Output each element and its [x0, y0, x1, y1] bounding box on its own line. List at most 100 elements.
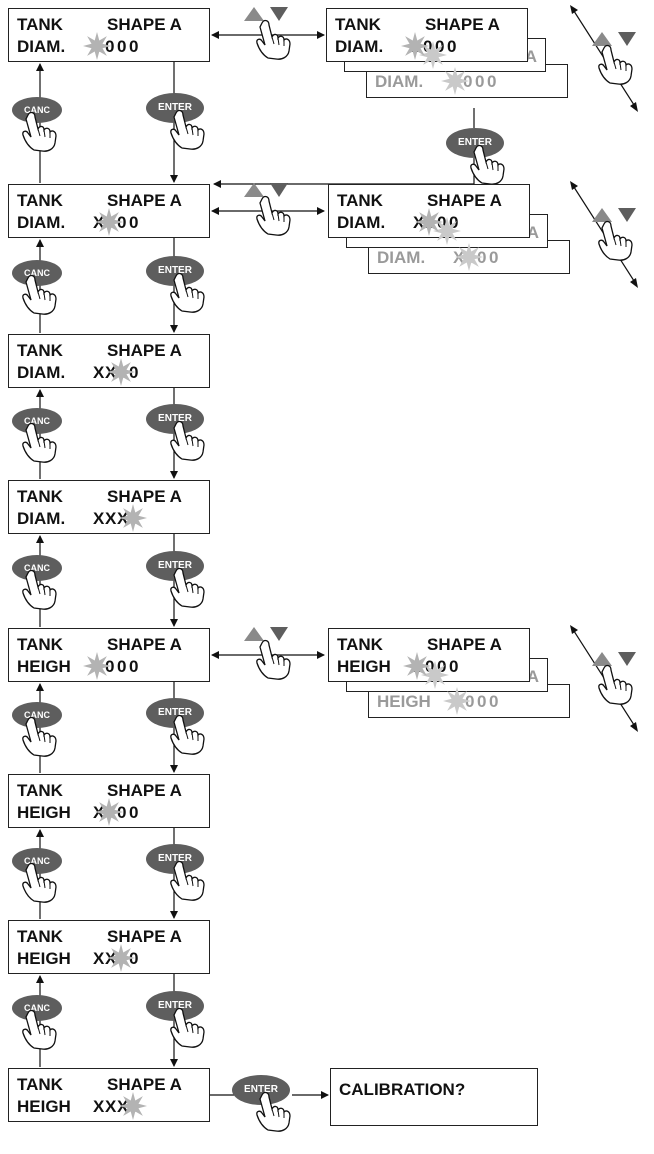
calibration-prompt: CALIBRATION?: [339, 1081, 465, 1099]
lcd-line-2: DIAM.X000: [17, 214, 65, 232]
field-label: HEIGH: [337, 658, 391, 676]
tank-label: TANK: [17, 1075, 63, 1094]
lcd-line-1: TANKSHAPE A: [17, 488, 203, 506]
pointing-hand-icon: [20, 567, 60, 611]
tank-label: TANK: [17, 15, 63, 34]
pointing-hand-icon: [168, 712, 208, 756]
pointing-hand-icon: [168, 270, 208, 314]
tank-label: TANK: [17, 927, 63, 946]
digit-1: X: [93, 364, 104, 382]
digit-3: 0: [475, 73, 484, 91]
tank-label: TANK: [17, 487, 63, 506]
enter-button[interactable]: ENTER: [146, 551, 210, 621]
pointing-hand-icon: [168, 858, 208, 902]
canc-button[interactable]: CANC: [12, 702, 76, 772]
pointing-hand-icon: [596, 42, 636, 86]
tank-label: TANK: [17, 341, 63, 360]
digit-4: 0: [129, 214, 138, 232]
pointing-hand-icon: [468, 142, 508, 186]
digit-1: X: [93, 510, 104, 528]
lcd-line-2: DIAM.1000: [335, 38, 383, 56]
digit-2: X: [105, 510, 116, 528]
field-label: DIAM.: [375, 73, 423, 91]
tank-label: TANK: [17, 781, 63, 800]
lcd-line-2: DIAM.X100: [337, 214, 385, 232]
up-down-buttons[interactable]: [236, 181, 306, 241]
up-down-buttons[interactable]: [236, 625, 306, 685]
digit-4: 0: [129, 658, 138, 676]
pointing-hand-icon: [254, 17, 294, 61]
cursor-star-icon: [402, 651, 432, 681]
digit-1: X: [93, 950, 104, 968]
cursor-star-icon: [440, 66, 470, 96]
field-label: DIAM.: [17, 214, 65, 232]
field-label: HEIGH: [17, 658, 71, 676]
field-label: DIAM.: [17, 364, 65, 382]
digit-3: 0: [117, 38, 126, 56]
cursor-star-icon: [118, 1091, 148, 1121]
cursor-star-icon: [400, 31, 430, 61]
enter-button[interactable]: ENTER: [146, 404, 210, 474]
cursor-star-icon: [82, 651, 112, 681]
pointing-hand-icon: [20, 1007, 60, 1051]
enter-button[interactable]: ENTER: [146, 844, 210, 914]
lcd-line-2: DIAM.XX00: [17, 364, 65, 382]
canc-button[interactable]: CANC: [12, 995, 76, 1065]
cursor-star-icon: [442, 686, 472, 716]
pointing-hand-icon: [168, 418, 208, 462]
tank-label: TANK: [17, 191, 63, 210]
canc-button[interactable]: CANC: [12, 97, 76, 167]
lcd-line-2: HEIGH3000: [377, 693, 431, 711]
enter-button[interactable]: ENTER: [146, 256, 210, 326]
cursor-star-icon: [106, 943, 136, 973]
field-label: HEIGH: [17, 950, 71, 968]
pointing-hand-icon: [168, 107, 208, 151]
pointing-hand-icon: [596, 662, 636, 706]
tank-label: TANK: [335, 15, 381, 34]
lcd-line-2: DIAM.0000: [17, 38, 65, 56]
field-label: DIAM.: [377, 249, 425, 267]
tank-label: TANK: [337, 191, 383, 210]
shape-label: SHAPE A: [425, 16, 500, 34]
lcd-line-2: HEIGH0000: [17, 658, 71, 676]
field-label: HEIGH: [377, 693, 431, 711]
digit-4: 0: [489, 249, 498, 267]
lcd-line-2: DIAM.XXX0: [17, 510, 65, 528]
canc-button[interactable]: CANC: [12, 408, 76, 478]
lcd-line-2: HEIGHXX00: [17, 950, 71, 968]
lcd-line-2: HEIGHX000: [17, 804, 71, 822]
canc-button[interactable]: CANC: [12, 260, 76, 330]
lcd-line-1: TANKSHAPE A: [17, 1076, 203, 1094]
pointing-hand-icon: [168, 565, 208, 609]
canc-button[interactable]: CANC: [12, 848, 76, 918]
field-label: DIAM.: [335, 38, 383, 56]
lcd-line-2: DIAM.3000: [375, 73, 423, 91]
cursor-star-icon: [454, 242, 484, 272]
enter-button[interactable]: ENTER: [232, 1075, 296, 1145]
pointing-hand-icon: [254, 193, 294, 237]
digit-3: 0: [477, 693, 486, 711]
up-down-buttons[interactable]: [236, 5, 306, 65]
pointing-hand-icon: [254, 1089, 294, 1133]
digit-4: 0: [489, 693, 498, 711]
lcd-screen-step-8: TANKSHAPE AHEIGHXXX0: [8, 1068, 210, 1122]
digit-4: 0: [129, 38, 138, 56]
calibration-box: CALIBRATION?: [330, 1068, 538, 1126]
pointing-hand-icon: [20, 109, 60, 153]
enter-button[interactable]: ENTER: [146, 698, 210, 768]
digit-1: X: [93, 1098, 104, 1116]
canc-button[interactable]: CANC: [12, 555, 76, 625]
enter-button[interactable]: ENTER: [146, 991, 210, 1061]
tank-label: TANK: [17, 635, 63, 654]
shape-label: SHAPE A: [427, 636, 502, 654]
field-label: HEIGH: [17, 1098, 71, 1116]
digit-4: 0: [447, 38, 456, 56]
cursor-star-icon: [106, 357, 136, 387]
enter-button[interactable]: ENTER: [146, 93, 210, 163]
pointing-hand-icon: [168, 1005, 208, 1049]
pointing-hand-icon: [254, 637, 294, 681]
field-label: DIAM.: [17, 38, 65, 56]
cursor-star-icon: [82, 31, 112, 61]
